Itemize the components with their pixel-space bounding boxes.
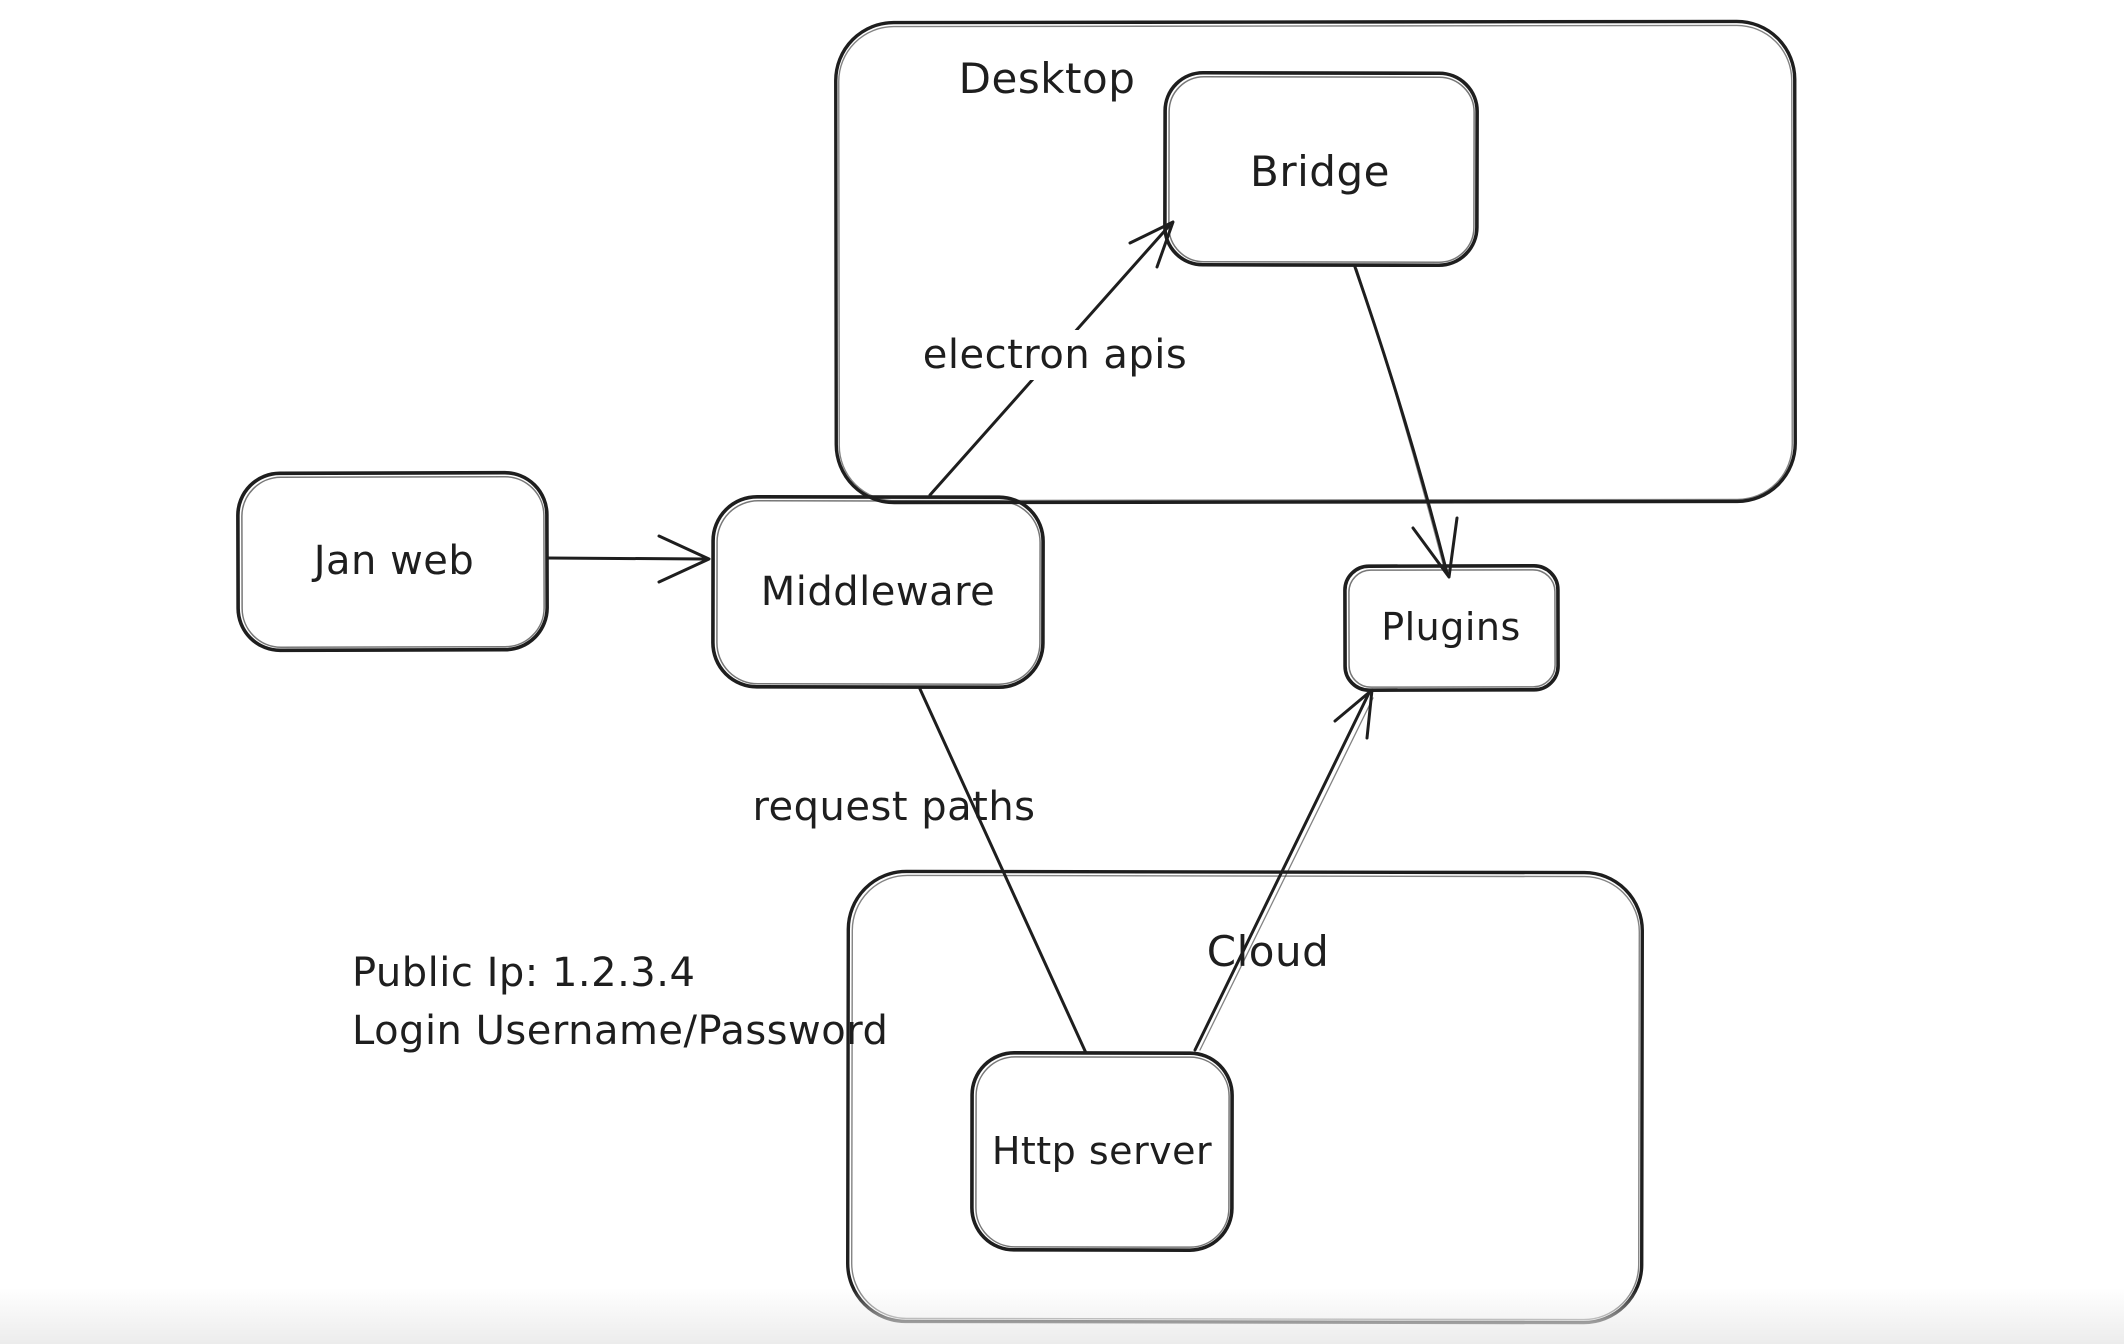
arrowhead-jan-web-middleware [659, 536, 709, 582]
http-server-box[interactable] [972, 1053, 1232, 1250]
edge-bridge-plugins[interactable] [1355, 267, 1457, 577]
arrowhead-http-server-plugins [1335, 690, 1372, 738]
plugins-label[interactable]: Plugins [1381, 605, 1521, 650]
annotation-public-ip[interactable]: Public Ip: 1.2.3.4 [352, 950, 696, 996]
desktop-label[interactable]: Desktop [958, 53, 1136, 103]
middleware-box[interactable] [713, 497, 1043, 688]
edge-bridge-plugins-sketch [1357, 269, 1444, 568]
arrowhead-bridge-plugins [1413, 518, 1457, 577]
edge-jan-web-middleware[interactable] [547, 536, 709, 582]
plugins-box-sketch [1349, 570, 1555, 687]
edge-http-server-plugins[interactable] [1195, 690, 1373, 1050]
bridge-box-sketch [1169, 77, 1474, 263]
edge-label-request-paths[interactable]: request paths [752, 784, 1036, 830]
jan-web-box-sketch [242, 477, 544, 648]
edge-middleware-http-server[interactable] [920, 689, 1086, 1053]
arrowhead-middleware-bridge [1130, 222, 1173, 267]
http-server-box-sketch [976, 1057, 1229, 1247]
edge-http-server-plugins-sketch [1200, 698, 1373, 1050]
desktop-container-box[interactable] [836, 21, 1796, 502]
jan-web-label[interactable]: Jan web [313, 538, 475, 584]
annotation-login-credentials[interactable]: Login Username/Password [352, 1008, 889, 1054]
bridge-box[interactable] [1165, 73, 1477, 266]
desktop-container-box-sketch [839, 25, 1793, 500]
cloud-label[interactable]: Cloud [1206, 926, 1330, 976]
edge-label-electron-apis[interactable]: electron apis [912, 330, 1198, 380]
bridge-label[interactable]: Bridge [1250, 146, 1390, 196]
middleware-label[interactable]: Middleware [760, 569, 996, 615]
middleware-box-sketch [717, 501, 1040, 685]
http-server-label[interactable]: Http server [991, 1129, 1213, 1174]
jan-web-box[interactable] [238, 473, 547, 651]
